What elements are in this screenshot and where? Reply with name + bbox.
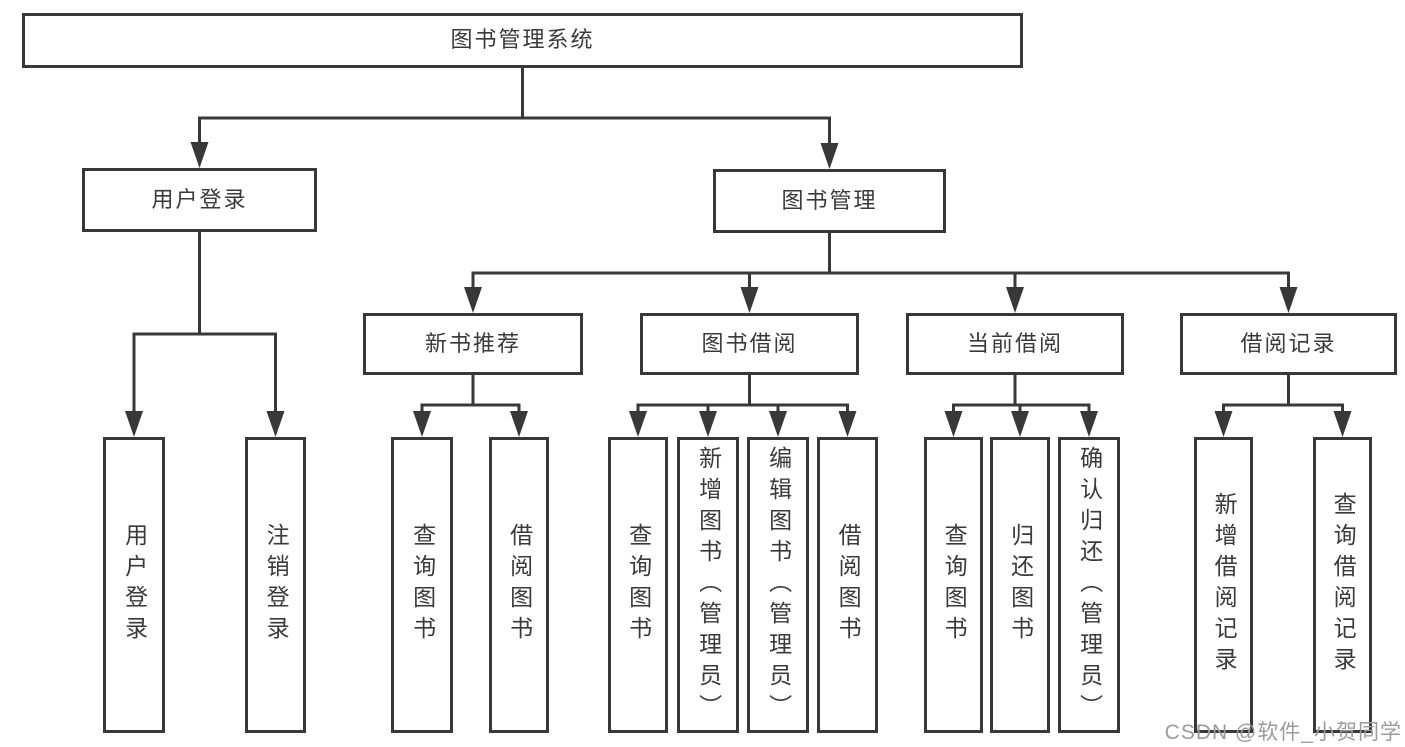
arrowhead-icon [1214, 411, 1233, 437]
diagram-node-book-borrow: 图书借阅 [640, 313, 859, 375]
arrowhead-icon [699, 411, 717, 437]
diagram-node-root: 图书管理系统 [22, 13, 1023, 68]
node-label: 注销登录 [263, 523, 290, 647]
arrowhead-icon [1011, 411, 1029, 437]
diagram-node-cb-return: 归还图书 [990, 437, 1050, 733]
arrowhead-icon [629, 411, 647, 437]
node-label: 用户登录 [121, 523, 148, 647]
node-label: 查询图书 [409, 523, 436, 647]
diagram-node-new-book-rec: 新书推荐 [363, 313, 583, 375]
diagram-node-user-login: 用户登录 [82, 168, 317, 232]
diagram-node-cb-query: 查询图书 [924, 437, 983, 733]
diagram-node-bb-edit: 编辑图书（管理员） [747, 437, 809, 733]
node-label: 借阅图书 [506, 523, 533, 647]
node-label: 新书推荐 [424, 330, 521, 356]
node-label: 归还图书 [1007, 523, 1034, 647]
diagram-node-nb-borrow: 借阅图书 [489, 437, 549, 733]
arrowhead-icon [510, 411, 528, 437]
diagram-node-br-query: 查询借阅记录 [1313, 437, 1372, 733]
arrowhead-icon [190, 142, 209, 168]
arrowhead-icon [1333, 411, 1352, 437]
watermark-csdn: CSDN @软件_小贺同学 [1164, 721, 1402, 744]
arrowhead-icon [838, 411, 857, 437]
arrowhead-icon [820, 143, 839, 169]
arrowhead-icon [413, 411, 431, 437]
arrowhead-icon [125, 411, 143, 437]
diagram-node-v-user-login: 用户登录 [103, 437, 165, 733]
arrowhead-icon [769, 411, 787, 437]
node-label: 查询图书 [941, 523, 968, 647]
node-label: 新增图书（管理员） [695, 445, 722, 725]
node-label: 借阅图书 [835, 523, 862, 647]
diagram-node-bb-add: 新增图书（管理员） [677, 437, 739, 733]
node-label: 新增借阅记录 [1211, 492, 1238, 678]
arrowhead-icon [944, 411, 963, 437]
diagram-node-book-mgmt: 图书管理 [713, 169, 946, 233]
arrowhead-icon [1080, 411, 1098, 437]
node-label: 编辑图书（管理员） [765, 445, 792, 725]
diagram-node-borrow-records: 借阅记录 [1180, 313, 1397, 375]
node-label: 当前借阅 [966, 330, 1063, 356]
diagram-node-br-add: 新增借阅记录 [1194, 437, 1253, 733]
arrowhead-icon [464, 287, 482, 313]
diagram-node-bb-query: 查询图书 [608, 437, 668, 733]
diagram-node-current-borrow: 当前借阅 [906, 313, 1124, 375]
node-label: 查询借阅记录 [1330, 492, 1357, 678]
arrowhead-icon [1006, 287, 1024, 313]
node-label: 图书管理 [781, 187, 878, 213]
diagram-node-bb-borrow: 借阅图书 [817, 437, 878, 733]
connector-path [132, 66, 1344, 417]
node-label: 确认归还（管理员） [1076, 445, 1103, 725]
arrowhead-icon [266, 411, 285, 437]
diagram-node-nb-query: 查询图书 [391, 437, 453, 733]
node-label: 用户登录 [151, 186, 248, 212]
diagram-node-v-logout: 注销登录 [245, 437, 306, 733]
node-label: 借阅记录 [1240, 330, 1337, 356]
arrowhead-icon [740, 287, 759, 313]
arrowhead-icon [1279, 287, 1298, 313]
node-label: 查询图书 [625, 523, 652, 647]
node-label: 图书管理系统 [450, 27, 595, 53]
diagram-node-cb-confirm: 确认归还（管理员） [1058, 437, 1120, 733]
node-label: 图书借阅 [701, 330, 798, 356]
